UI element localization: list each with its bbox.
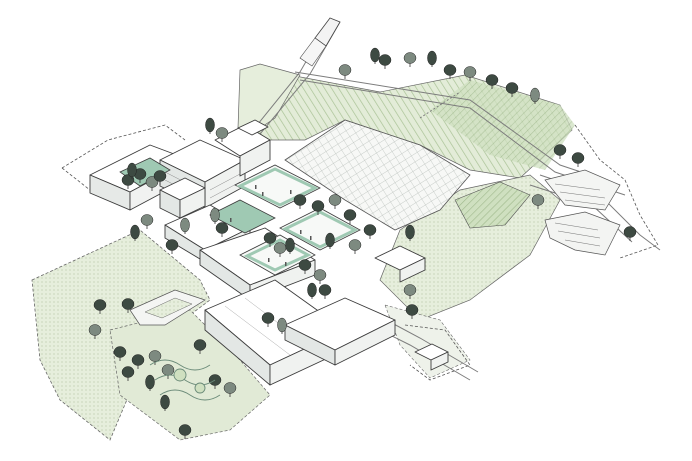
tree-icon: [263, 232, 277, 247]
tree-icon: [130, 224, 140, 241]
tree-icon: [293, 194, 307, 209]
tree-icon: [531, 194, 545, 209]
tree-icon: [348, 239, 362, 254]
east-vineyard: [430, 80, 575, 170]
tree-icon: [403, 284, 417, 299]
tree-icon: [311, 200, 325, 215]
tree-icon: [285, 237, 295, 254]
tree-icon: [298, 259, 312, 274]
tree-icon: [378, 54, 392, 69]
southwest-orchard: [109, 309, 271, 441]
tree-icon: [165, 239, 179, 254]
tree-icon: [463, 66, 477, 81]
tree-icon: [93, 299, 107, 314]
tree-icon: [88, 324, 102, 339]
tree-icon: [121, 298, 135, 313]
ground-fields: [31, 63, 575, 441]
tree-icon: [121, 366, 135, 381]
courtyard-east: [279, 207, 361, 251]
entry-drive: [299, 17, 341, 67]
tree-icon: [405, 224, 415, 241]
tree-icon: [530, 87, 540, 104]
tree-icon: [153, 170, 167, 185]
tree-icon: [427, 50, 437, 67]
trees: [88, 47, 637, 439]
tree-icon: [223, 382, 237, 397]
tree-icon: [505, 82, 519, 97]
tree-icon: [403, 52, 417, 67]
site-boundary: [61, 124, 659, 381]
tree-icon: [193, 339, 207, 354]
tree-icon: [180, 217, 190, 234]
tree-icon: [140, 214, 154, 229]
people-figures: [230, 185, 312, 266]
tree-icon: [370, 47, 380, 64]
courtyard-central: [209, 199, 276, 234]
tree-icon: [261, 312, 275, 327]
tree-icon: [485, 74, 499, 89]
greenhouse-field: [284, 119, 471, 231]
tree-icon: [273, 242, 287, 257]
tree-icon: [113, 346, 127, 361]
tree-icon: [307, 282, 317, 299]
hatched-plot: [454, 181, 531, 229]
tree-icon: [328, 194, 342, 209]
tree-icon: [121, 174, 135, 189]
tree-icon: [131, 354, 145, 369]
tree-icon: [313, 269, 327, 284]
tree-icon: [205, 117, 215, 134]
tree-icon: [318, 284, 332, 299]
tree-icon: [148, 350, 162, 365]
tree-icon: [215, 127, 229, 142]
garden-beds: [149, 359, 221, 401]
building-north-hut-top: [237, 119, 269, 136]
tree-icon: [443, 64, 457, 79]
tree-icon: [160, 394, 170, 411]
tree-icon: [215, 222, 229, 237]
tree-icon: [343, 209, 357, 224]
tree-icon: [210, 207, 220, 224]
tree-icon: [145, 374, 155, 391]
tree-icon: [325, 232, 335, 249]
southwest-parking-loop: [129, 289, 206, 326]
tree-icon: [363, 224, 377, 239]
tree-icon: [178, 424, 192, 439]
tree-icon: [405, 304, 419, 319]
tree-icon: [553, 144, 567, 159]
east-parking: [544, 169, 621, 256]
tree-icon: [338, 64, 352, 79]
tree-icon: [127, 162, 137, 179]
tree-icon: [571, 152, 585, 167]
tree-icon: [623, 226, 637, 241]
tree-icon: [277, 317, 287, 334]
